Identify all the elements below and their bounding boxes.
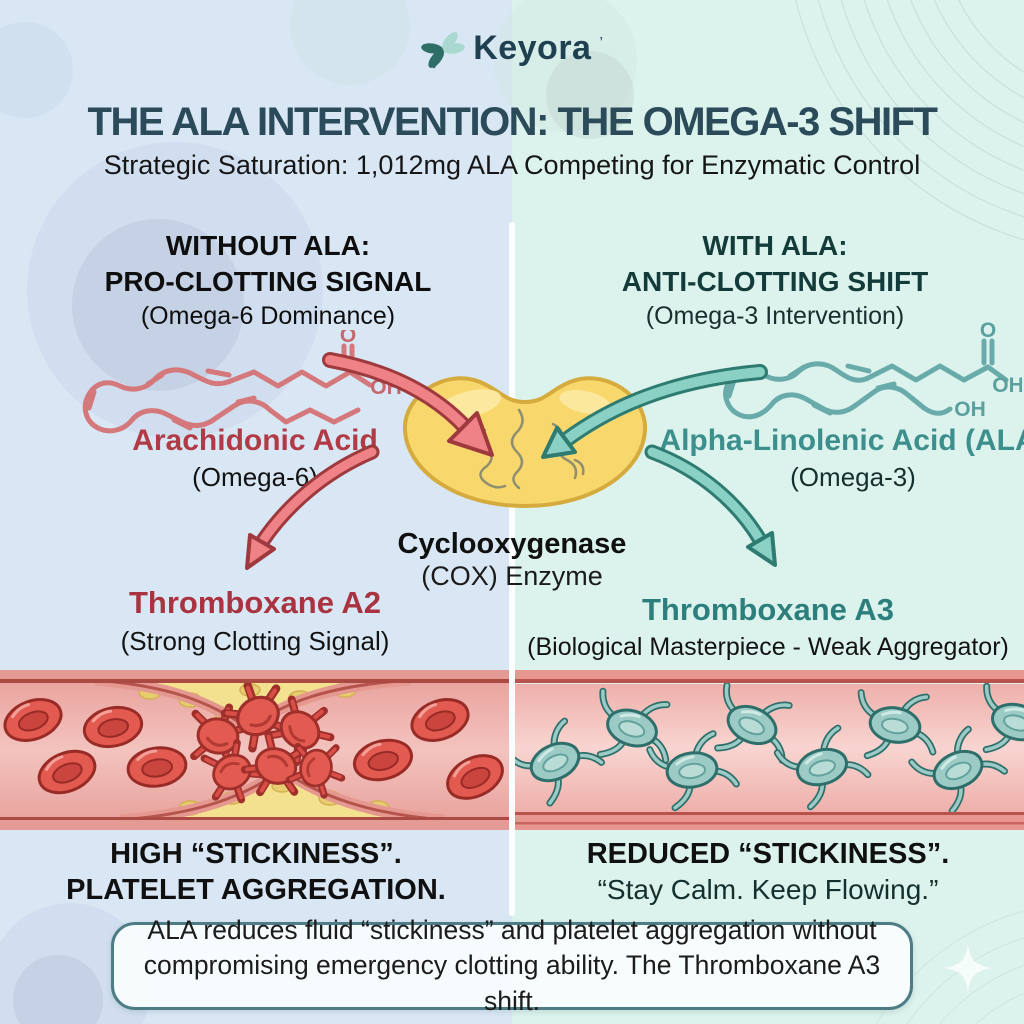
brand-name: Keyora	[473, 28, 592, 67]
thromboxane-a3-sub: (Biological Masterpiece - Weak Aggregato…	[527, 633, 1009, 661]
page-title: THE ALA INTERVENTION: THE OMEGA-3 SHIFT	[87, 100, 938, 144]
mid-chain-hydroxyl-label: OH	[954, 398, 986, 421]
thromboxane-a2-name: Thromboxane A2	[128, 585, 382, 620]
arrow-ala-to-enzyme	[541, 364, 768, 459]
right-panel-background	[512, 0, 1024, 1024]
free-flow-vessel-illustration	[515, 670, 1024, 830]
left-molecule-label: Arachidonic Acid (Omega-6)	[132, 424, 378, 493]
arrow-arachidonic-to-enzyme	[322, 352, 494, 457]
left-heading-line1: WITHOUT ALA:	[165, 230, 371, 261]
right-caption-line2: “Stay Calm. Keep Flowing.”	[597, 874, 939, 905]
brand-trademark: ’	[599, 33, 603, 51]
thromboxane-a3-label: Thromboxane A3 (Biological Masterpiece -…	[527, 592, 1009, 662]
right-molecule-name: Alpha-Linolenic Acid (ALA)	[659, 424, 1024, 457]
thromboxane-a2-sub: (Strong Clotting Signal)	[120, 626, 390, 656]
arrow-enzyme-to-thromboxane-a2	[245, 444, 380, 570]
thromboxane-a2-label: Thromboxane A2 (Strong Clotting Signal)	[121, 585, 390, 657]
enzyme-sub: (COX) Enzyme	[421, 561, 603, 591]
left-heading-line3: (Omega-6 Dominance)	[140, 301, 396, 330]
thromboxane-a3-name: Thromboxane A3	[641, 592, 895, 627]
right-heading-line1: WITH ALA:	[702, 230, 848, 261]
left-caption-line1: HIGH “STICKINESS”.	[110, 838, 402, 870]
left-molecule-sub: (Omega-6)	[192, 462, 318, 492]
right-column-heading: WITH ALA: ANTI-CLOTTING SHIFT (Omega-3 I…	[622, 228, 928, 332]
clogged-vessel-illustration	[0, 670, 509, 830]
sparkle-icon	[944, 944, 992, 992]
left-heading-line2: PRO-CLOTTING SIGNAL	[104, 265, 432, 297]
arrow-enzyme-to-thromboxane-a3	[644, 444, 777, 567]
right-heading-line3: (Omega-3 Intervention)	[645, 301, 905, 330]
right-molecule-label: Alpha-Linolenic Acid (ALA) (Omega-3)	[659, 424, 1024, 493]
carbonyl-oxygen-label: O	[340, 330, 356, 347]
hydroxyl-label: OH	[992, 374, 1022, 397]
summary-callout: ALA reduces fluid “stickiness” and plate…	[111, 915, 913, 1016]
carbonyl-oxygen-label: O	[980, 322, 996, 342]
leaf-icon	[421, 32, 465, 69]
enzyme-name: Cyclooxygenase	[397, 528, 627, 560]
left-molecule-name: Arachidonic Acid	[132, 424, 378, 457]
right-heading-line2: ANTI-CLOTTING SHIFT	[621, 265, 929, 297]
right-caption-line1: REDUCED “STICKINESS”.	[586, 838, 950, 870]
brand-logo: Keyora ’	[0, 26, 1024, 70]
summary-text: ALA reduces fluid “stickiness” and plate…	[143, 914, 881, 1016]
panel-divider	[509, 222, 515, 916]
page-subtitle: Strategic Saturation: 1,012mg ALA Compet…	[103, 150, 921, 180]
left-column-heading: WITHOUT ALA: PRO-CLOTTING SIGNAL (Omega-…	[105, 228, 432, 332]
enzyme-label: Cyclooxygenase (COX) Enzyme	[398, 528, 627, 592]
left-panel-background	[0, 0, 512, 1024]
left-caption-line2: PLATELET AGGREGATION.	[66, 874, 446, 906]
right-molecule-sub: (Omega-3)	[790, 462, 916, 492]
alpha-linolenic-acid-structure: O OH OH	[723, 322, 1022, 421]
